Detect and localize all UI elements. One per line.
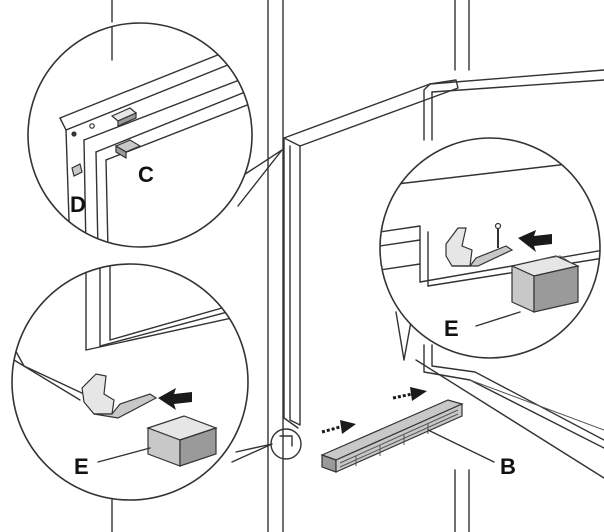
label-e-left: E <box>74 454 89 479</box>
label-c: C <box>138 162 154 187</box>
label-e-right: E <box>444 316 459 341</box>
appliance-door <box>283 79 459 429</box>
label-d: D <box>70 192 86 217</box>
label-b: B <box>500 454 516 479</box>
hinge-detail-marker <box>270 428 302 460</box>
ventilation-grille <box>320 399 464 473</box>
arrow-grille-left <box>321 420 356 434</box>
arrow-right-circle <box>518 230 552 252</box>
detail-circle-right <box>379 137 601 359</box>
arrow-bottom-left-circle <box>158 388 192 410</box>
grille-arrows <box>321 387 427 434</box>
arrow-grille-right <box>392 387 427 401</box>
magnifier-leaders <box>231 149 413 463</box>
callout-labels: C D E E B <box>70 162 516 479</box>
appliance-body <box>415 69 604 479</box>
detail-circle-top-left <box>27 22 253 248</box>
cabinet-structure <box>111 0 470 532</box>
detail-circle-bottom-left <box>11 263 249 501</box>
